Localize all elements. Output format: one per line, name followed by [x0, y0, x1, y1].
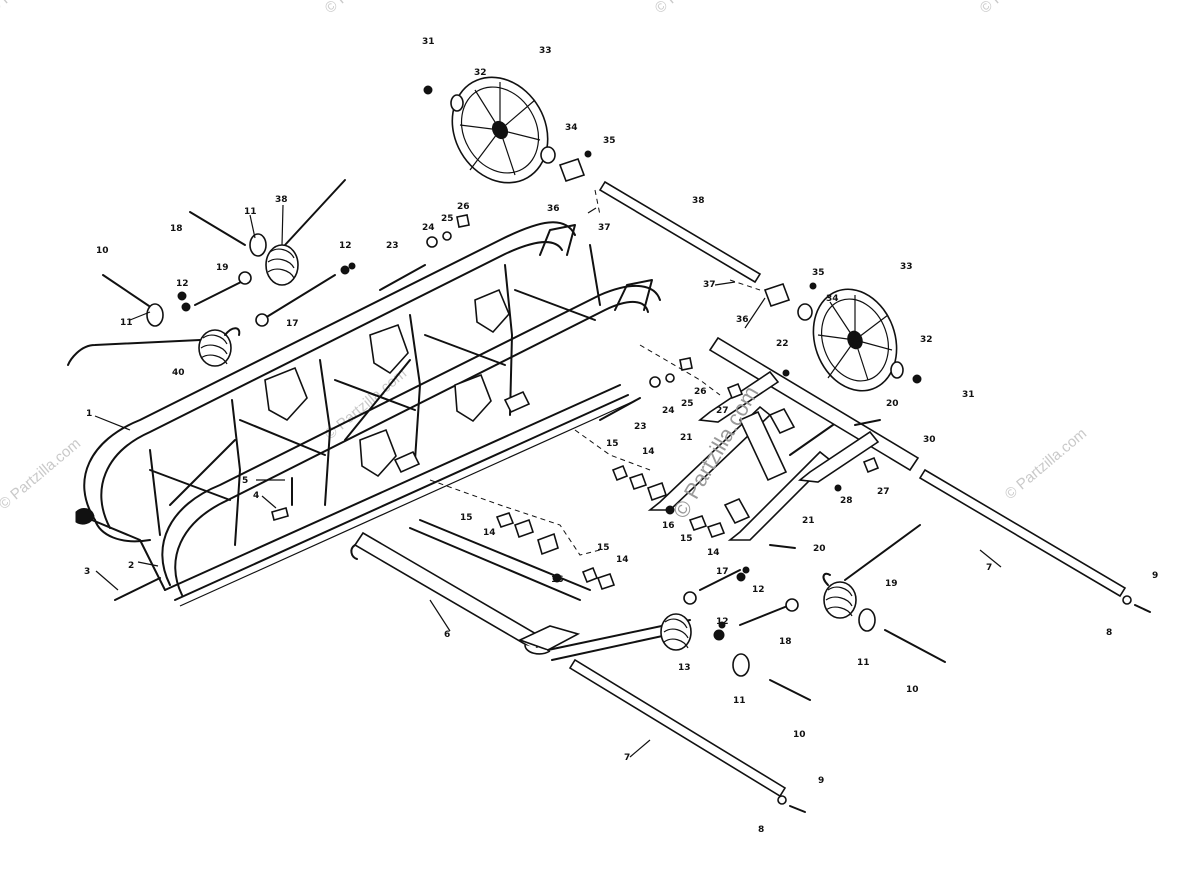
callout-37-top: 37 — [598, 223, 611, 233]
spring-19 — [822, 524, 921, 619]
callout-10-upper: 10 — [96, 246, 109, 256]
callout-14-b: 14 — [616, 555, 629, 565]
axle-shafts — [568, 180, 1127, 798]
callout-21-b: 21 — [802, 516, 815, 526]
callout-25-mid: 25 — [681, 399, 694, 409]
callout-38-shaft: 38 — [692, 196, 705, 206]
callout-13: 13 — [678, 663, 691, 673]
callout-11-lower: 11 — [733, 696, 746, 706]
callout-11-right: 11 — [857, 658, 870, 668]
callout-16-b: 16 — [662, 521, 675, 531]
callout-9-right: 9 — [1152, 571, 1158, 581]
callout-32-top: 32 — [474, 68, 487, 78]
callout-12-left: 12 — [176, 279, 189, 289]
callout-23-mid: 23 — [634, 422, 647, 432]
spring-40 — [67, 327, 241, 367]
callout-8-right: 8 — [1106, 628, 1112, 638]
callout-11-top: 11 — [244, 207, 257, 217]
callout-5: 5 — [242, 476, 248, 486]
spring-38 — [265, 179, 346, 286]
callout-15-d: 15 — [680, 534, 693, 544]
callout-36-mid: 36 — [736, 315, 749, 325]
watermark-top-2: © Partzilla.com — [322, 0, 410, 17]
callout-27-a: 27 — [716, 406, 729, 416]
callout-18-lower: 18 — [779, 637, 792, 647]
callout-24-mid: 24 — [662, 406, 675, 416]
callout-38-top: 38 — [275, 195, 288, 205]
callout-3: 3 — [84, 567, 90, 577]
callout-24-top: 24 — [422, 223, 435, 233]
spring-13 — [660, 613, 692, 651]
callout-14-c: 14 — [642, 447, 655, 457]
callout-18-top: 18 — [170, 224, 183, 234]
callout-12-lower: 12 — [716, 617, 729, 627]
callout-31-right: 31 — [962, 390, 975, 400]
watermark-left: © Partzilla.com — [0, 435, 84, 513]
watermark-top-left: © Partzilla.com — [0, 0, 74, 17]
phantom-lines — [429, 189, 761, 556]
callout-22: 22 — [776, 339, 789, 349]
callout-23-top: 23 — [386, 241, 399, 251]
leader-lines — [94, 204, 1002, 758]
callout-30: 30 — [923, 435, 936, 445]
callout-35-right: 35 — [812, 268, 825, 278]
callout-4: 4 — [253, 491, 259, 501]
torsion-springs — [67, 179, 921, 651]
shock-absorber — [738, 410, 788, 482]
callout-26-mid: 26 — [694, 387, 707, 397]
callout-28: 28 — [840, 496, 853, 506]
callout-40: 40 — [172, 368, 185, 378]
front-arm-assembly — [350, 519, 691, 661]
callout-25-top: 25 — [441, 214, 454, 224]
callout-15-c: 15 — [606, 439, 619, 449]
callout-16-a: 16 — [551, 575, 564, 585]
callout-labels: 1 2 3 4 5 6 7 7 8 8 9 9 10 10 10 11 11 1… — [84, 37, 1158, 835]
callout-7-lower: 7 — [624, 753, 630, 763]
callout-33-top: 33 — [539, 46, 552, 56]
callout-34-top: 34 — [565, 123, 578, 133]
callout-31-top: 31 — [422, 37, 435, 47]
callout-19-lower: 19 — [885, 579, 898, 589]
callout-27-b: 27 — [877, 487, 890, 497]
callout-19-top: 19 — [216, 263, 229, 273]
callout-10-right: 10 — [906, 685, 919, 695]
callout-1: 1 — [86, 409, 92, 419]
callout-15-b: 15 — [597, 543, 610, 553]
callout-12-top: 12 — [339, 241, 352, 251]
watermark-right: © Partzilla.com — [1002, 425, 1090, 503]
callout-12-mid: 12 — [752, 585, 765, 595]
callout-26-top: 26 — [457, 202, 470, 212]
callout-11-left: 11 — [120, 318, 133, 328]
callout-7-right: 7 — [986, 563, 992, 573]
callout-37-mid: 37 — [703, 280, 716, 290]
slide-rail-frame — [75, 221, 661, 607]
idler-wheel-upper — [451, 76, 549, 184]
callout-33-right: 33 — [900, 262, 913, 272]
watermark-top-right: © Partzilla.com — [977, 0, 1065, 17]
callout-17-lower: 17 — [716, 567, 729, 577]
callout-14-d: 14 — [707, 548, 720, 558]
callout-14-a: 14 — [483, 528, 496, 538]
callout-20-lower: 20 — [813, 544, 826, 554]
callout-34-right: 34 — [826, 294, 839, 304]
hardware — [102, 85, 1151, 813]
callout-8-lower: 8 — [758, 825, 764, 835]
callout-21-a: 21 — [680, 433, 693, 443]
callout-32-right: 32 — [920, 335, 933, 345]
callout-10-lower: 10 — [793, 730, 806, 740]
idler-wheel-lower — [812, 288, 898, 392]
callout-15-a: 15 — [460, 513, 473, 523]
callout-36-top: 36 — [547, 204, 560, 214]
callout-2: 2 — [128, 561, 134, 571]
callout-17-top: 17 — [286, 319, 299, 329]
callout-6: 6 — [444, 630, 450, 640]
watermark-top-3: © Partzilla.com — [652, 0, 740, 17]
callout-20-upper: 20 — [886, 399, 899, 409]
callout-35-top: 35 — [603, 136, 616, 146]
callout-9-lower: 9 — [818, 776, 824, 786]
rear-arm-assembly — [647, 336, 920, 541]
